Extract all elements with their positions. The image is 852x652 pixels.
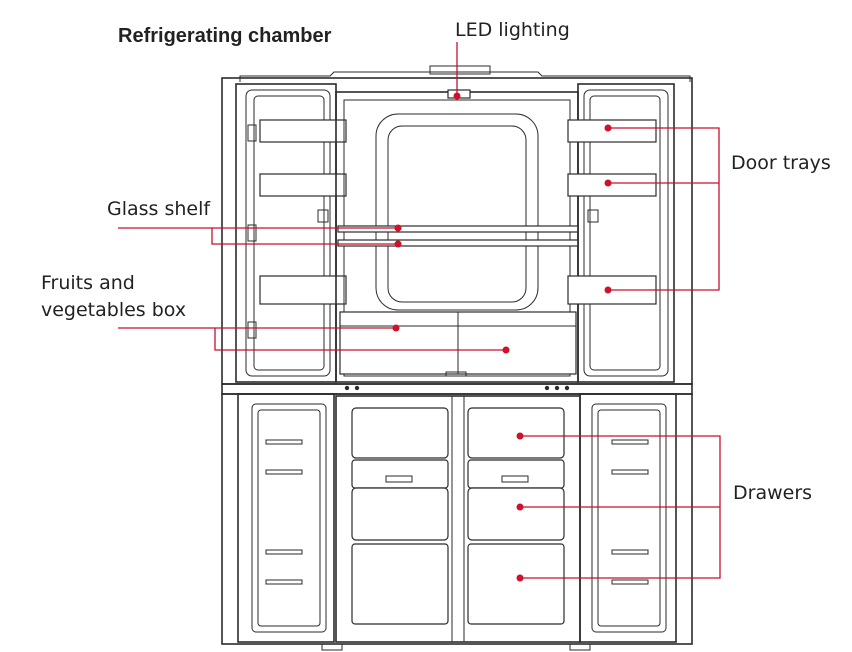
left-upper-door [235,83,347,383]
label-fruits-line1: Fruits and [41,272,135,294]
leader-lines [118,42,721,582]
right-upper-door [567,83,675,383]
glass-shelf-upper [337,225,579,233]
label-fruits-line2: vegetables box [41,299,186,321]
label-drawers: Drawers [733,482,812,504]
diagram-title: Refrigerating chamber [118,25,332,47]
drawer-left-top [351,407,449,459]
lower-cabinet [221,393,693,645]
lower-interior [335,395,581,643]
drawer-left-bottom [351,543,449,625]
left-lower-door [237,393,335,643]
glass-shelf-lower [337,239,579,247]
interior [335,89,579,383]
fridge-drawing [221,65,693,651]
right-lower-door [579,393,677,643]
drawer-right-top [467,407,565,459]
label-led-lighting: LED lighting [455,19,570,41]
drawer-left-middle [351,487,449,541]
drawer-right-middle [467,487,565,541]
label-glass-shelf: Glass shelf [107,198,211,220]
drawer-right-bottom [467,543,565,625]
label-door-trays: Door trays [731,152,831,174]
